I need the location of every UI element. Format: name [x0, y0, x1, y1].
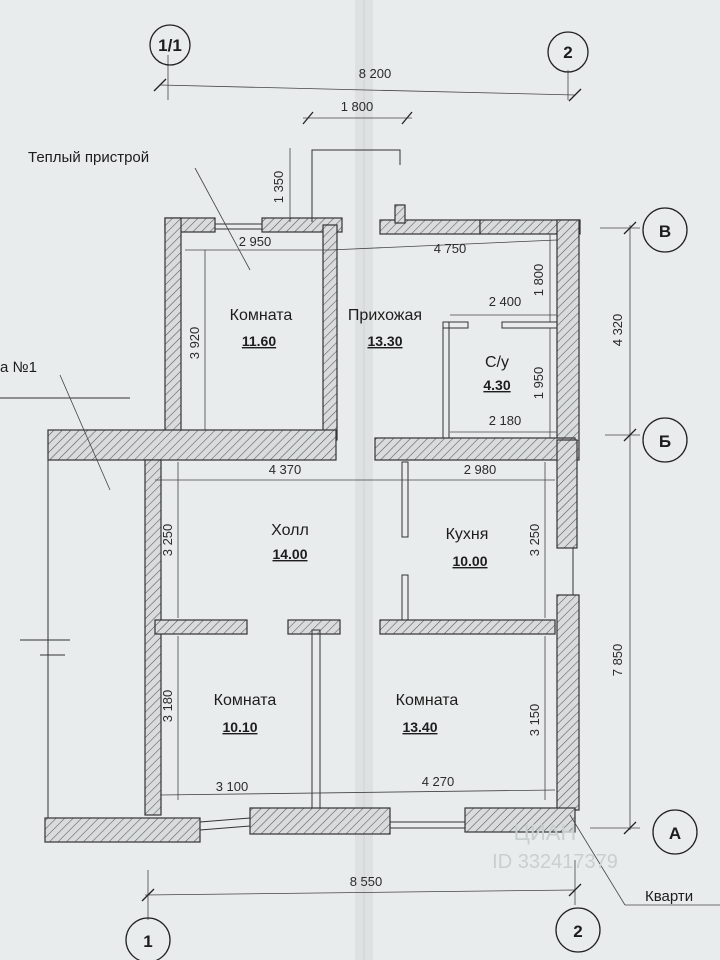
dim-right-overall: 7 850	[610, 644, 625, 677]
room-name-hall: Холл	[271, 522, 309, 539]
dim-room3-width: 3 100	[216, 779, 249, 794]
dim-room3-height: 3 180	[160, 690, 175, 723]
leader-bottom-apartment	[569, 814, 626, 906]
dim-porch-width: 1 800	[341, 99, 374, 114]
axis-label-v: В	[659, 222, 671, 241]
room-name-bathroom: С/у	[485, 354, 509, 371]
dim-kitchen-height: 3 250	[527, 524, 542, 557]
axis-label-2-bottom: 2	[573, 922, 582, 941]
dim-porch-depth: 1 350	[271, 171, 286, 204]
dim-room4-width: 4 270	[422, 774, 455, 789]
dim-right-upper: 4 320	[610, 314, 625, 347]
axis-label-b: Б	[659, 432, 671, 451]
dim-wc-width-bottom: 2 180	[489, 413, 522, 428]
dim-top-overall: 8 200	[359, 66, 392, 81]
dim-wc-width-top: 2 400	[489, 294, 522, 309]
dim-hall-top-width: 4 750	[434, 241, 467, 256]
room-name-hallway: Прихожая	[348, 307, 422, 324]
axis-marker-1-1	[149, 24, 191, 66]
room-area-room-1: 11.60	[242, 333, 276, 349]
note-warm-extension: Теплый пристрой	[28, 149, 149, 166]
room-name-kitchen: Кухня	[446, 526, 489, 543]
note-left-apartment: а №1	[0, 359, 37, 376]
room-area-hallway: 13.30	[367, 333, 402, 349]
room-name-room-3: Комната	[214, 692, 277, 709]
watermark-id: ID 332417379	[492, 851, 618, 873]
room-name-room-1: Комната	[230, 307, 293, 324]
room-area-room-3: 10.10	[222, 719, 257, 735]
axis-marker-v	[642, 207, 688, 253]
watermark-logo: ЦИАН	[514, 820, 577, 845]
axis-marker-2-top	[547, 31, 589, 73]
dimension-lines	[141, 55, 640, 920]
dim-kitchen-width: 2 980	[464, 462, 497, 477]
dim-bottom-overall: 8 550	[350, 874, 383, 889]
dim-hall-width: 4 370	[269, 462, 302, 477]
walls	[44, 149, 581, 843]
room-area-hall: 14.00	[272, 546, 307, 562]
dim-wc-top-offset: 1 800	[531, 264, 546, 297]
axis-marker-a	[652, 809, 698, 855]
axis-marker-2-bottom	[555, 907, 601, 953]
room-area-bathroom: 4.30	[483, 377, 510, 393]
dim-room4-height: 3 150	[527, 704, 542, 737]
leader-left-apartment	[59, 374, 111, 491]
axis-marker-b	[642, 417, 688, 463]
axis-marker-1-bottom	[125, 917, 171, 960]
axis-label-1-bottom: 1	[143, 932, 152, 951]
axis-label-1-1: 1/1	[158, 36, 182, 55]
room-name-room-4: Комната	[396, 692, 459, 709]
room-area-room-4: 13.40	[402, 719, 437, 735]
dim-hall-height: 3 250	[160, 524, 175, 557]
room-area-kitchen: 10.00	[452, 553, 487, 569]
dim-room1-width: 2 950	[239, 234, 272, 249]
axis-label-2-top: 2	[563, 43, 572, 62]
leader-warm-extension	[194, 167, 251, 271]
dim-wc-height: 1 950	[531, 367, 546, 400]
dim-room1-height: 3 920	[187, 327, 202, 360]
note-bottom-apartment: Кварти	[645, 888, 693, 905]
neighbour-apartment-outline	[0, 397, 130, 822]
axis-label-a: А	[669, 824, 681, 843]
